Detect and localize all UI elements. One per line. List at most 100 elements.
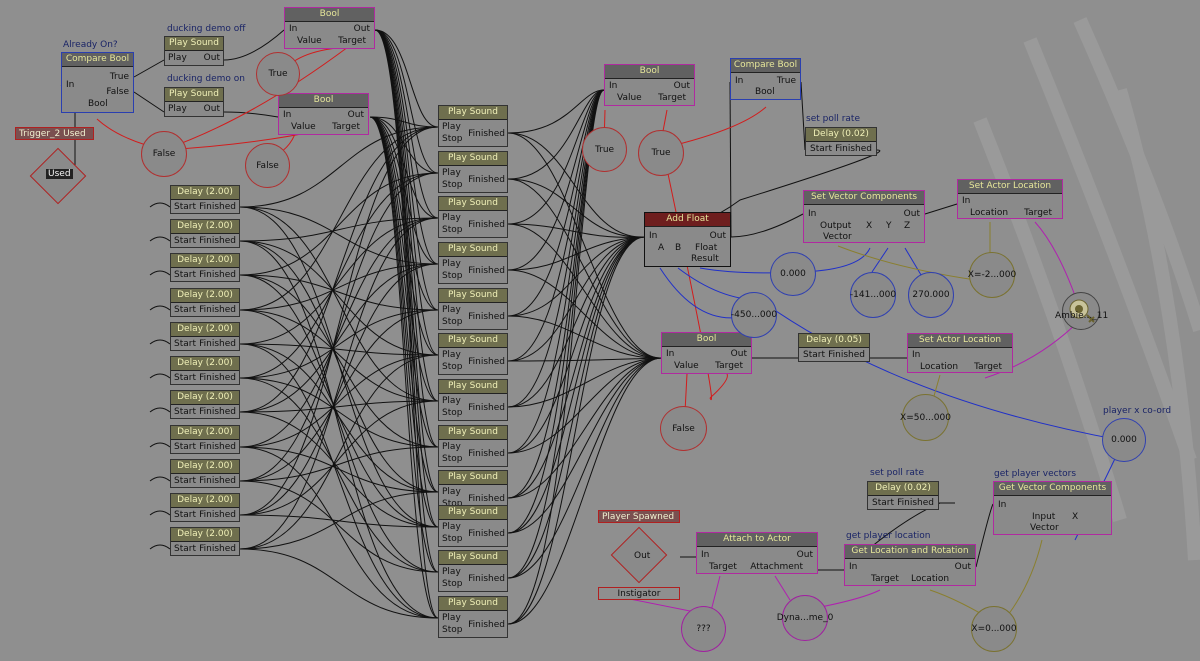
caption-get-player-vectors: get player vectors <box>994 469 1077 479</box>
delay-005-node[interactable]: Delay (0.05) Start Finished <box>798 333 870 362</box>
play-sound-title: Play Sound <box>439 289 507 303</box>
delay-finished: Finished <box>199 202 236 212</box>
attach-to-actor-node[interactable]: Attach to Actor In Out Target Attachment <box>696 532 818 574</box>
delay-title: Delay (2.00) <box>171 254 239 268</box>
bool-target: Target <box>715 361 743 371</box>
false-var-2[interactable]: False <box>245 143 290 188</box>
stop-label: Stop <box>442 180 463 190</box>
play-label: Play <box>442 613 461 623</box>
stop-label: Stop <box>442 454 463 464</box>
neg141-var[interactable]: -141...000 <box>850 272 896 318</box>
get-location-node[interactable]: Get Location and Rotation In Out Target … <box>844 544 976 586</box>
play-label: Play <box>168 104 187 114</box>
compare-bool-label-2: Bool <box>755 87 775 97</box>
compare-bool-node-1[interactable]: Compare Bool In True False Bool <box>61 52 134 113</box>
add-float-node[interactable]: Add Float In Out A B Float Result <box>644 212 731 267</box>
delay-title: Delay (2.00) <box>171 220 239 234</box>
unknown-object-var[interactable]: ??? <box>681 606 726 652</box>
play-sound-title: Play Sound <box>165 88 223 102</box>
play-sound-title: Play Sound <box>439 334 507 348</box>
dynamic-object-var[interactable]: Dyna...me_0 <box>777 595 833 641</box>
true-var-2[interactable]: True <box>582 127 627 172</box>
true-var-3[interactable]: True <box>638 130 684 176</box>
ambient-sound-icon[interactable] <box>1062 292 1100 330</box>
delay-002-node[interactable]: Delay (0.02) Start Finished <box>805 127 877 156</box>
set-actor-location-node-1[interactable]: Set Actor Location In Location Target <box>957 179 1063 219</box>
caption-already-on: Already On? <box>63 40 118 50</box>
delay-005-title: Delay (0.05) <box>799 334 869 348</box>
finished-label: Finished <box>468 574 505 584</box>
delay-finished: Finished <box>199 270 236 280</box>
stop-label: Stop <box>442 317 463 327</box>
play-label: Play <box>442 522 461 532</box>
speaker-icon <box>1069 299 1095 323</box>
delay-title: Delay (2.00) <box>171 528 239 542</box>
player-x-var[interactable]: 0.000 <box>1102 418 1146 462</box>
delay-start: Start <box>174 202 196 212</box>
x0-vector-var[interactable]: X=0...000 <box>971 606 1017 652</box>
delay-start: Start <box>174 407 196 417</box>
trigger-used-event[interactable]: Trigger_2 Used <box>15 127 94 140</box>
compare-bool-node-2[interactable]: Compare Bool In True Bool <box>730 58 801 100</box>
float-zero-var[interactable]: 0.000 <box>770 252 816 296</box>
false-var-1[interactable]: False <box>141 131 187 177</box>
set-vector-node[interactable]: Set Vector Components In Out Output Vect… <box>803 190 925 243</box>
bool-value: Value <box>297 36 322 46</box>
play-sound-title: Play Sound <box>439 152 507 166</box>
set-actor-location-node-2[interactable]: Set Actor Location In Location Target <box>907 333 1013 373</box>
xneg2-vector-var[interactable]: X=-2...000 <box>968 252 1016 298</box>
v270-var[interactable]: 270.000 <box>908 272 954 318</box>
set-actor-target-2: Target <box>974 362 1002 372</box>
play-label: Play <box>442 442 461 452</box>
attach-title: Attach to Actor <box>697 533 817 547</box>
true-var-1[interactable]: True <box>256 52 300 96</box>
finished-label: Finished <box>468 312 505 322</box>
bool-out: Out <box>347 110 364 120</box>
neg450-var[interactable]: -450...000 <box>731 292 777 338</box>
x50-vector-var[interactable]: X=50...000 <box>900 394 951 441</box>
delay-start: Start <box>174 442 196 452</box>
player-spawned-event[interactable]: Player Spawned <box>598 510 680 523</box>
add-float-out: Out <box>709 231 726 241</box>
delay-finished: Finished <box>199 407 236 417</box>
stop-label: Stop <box>442 134 463 144</box>
compare-true-label: True <box>109 72 129 82</box>
delay-finished: Finished <box>199 510 236 520</box>
delay-finished: Finished <box>199 442 236 452</box>
false-var-3[interactable]: False <box>660 406 707 451</box>
stop-label: Stop <box>442 625 463 635</box>
bool-title: Bool <box>285 8 374 22</box>
get-vector-node[interactable]: Get Vector Components In Input Vector X <box>993 481 1112 535</box>
set-vector-z: Z <box>904 221 911 231</box>
delay-002-node-2[interactable]: Delay (0.02) Start Finished <box>867 481 939 510</box>
